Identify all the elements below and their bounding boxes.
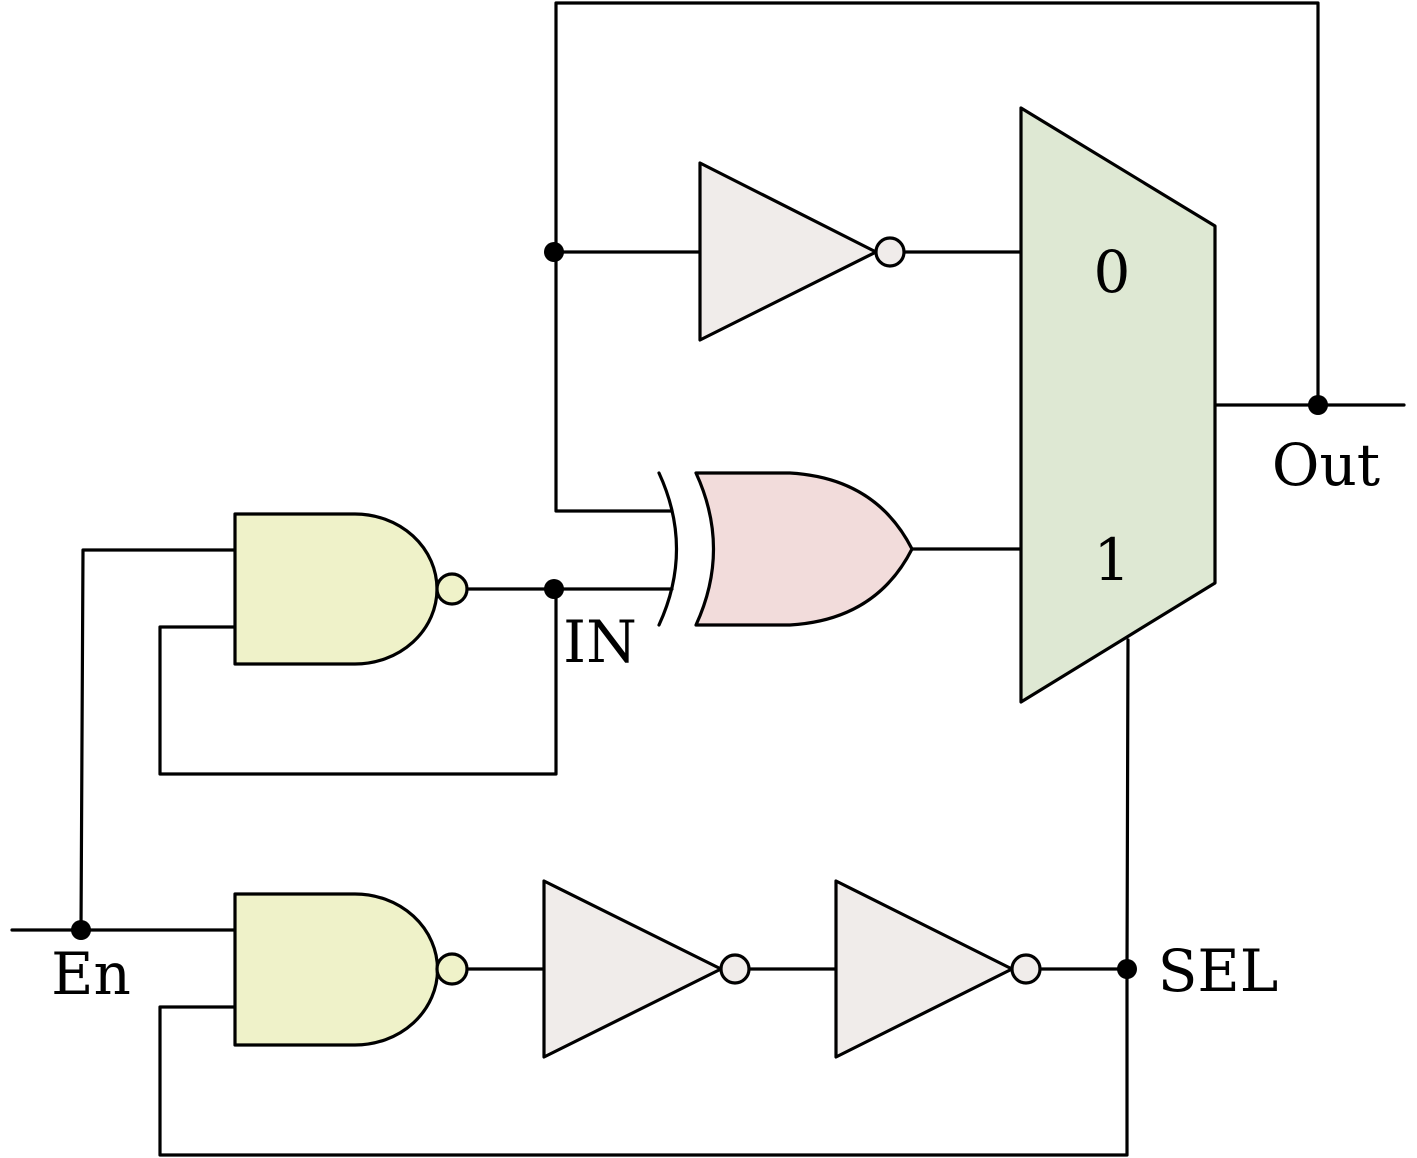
not-gate-top [698, 161, 906, 342]
mux-input-1-label: 1 [1094, 526, 1131, 594]
wire-enable-upper [79, 548, 237, 932]
not-gate-body [834, 879, 1014, 1059]
nand-gate-bubble [435, 572, 469, 606]
not-gate-body [542, 879, 723, 1059]
nand-gate-upper [233, 512, 469, 666]
wire-sel-loop [158, 967, 1129, 1157]
junction-in-node [544, 579, 564, 599]
mux-input-0-label: 0 [1094, 238, 1131, 306]
not-gate-lower-1 [542, 879, 751, 1059]
not-gate-bubble [874, 236, 906, 268]
junction-feedback-node [544, 242, 564, 262]
junctions [71, 242, 1328, 979]
input-label: IN [563, 608, 637, 676]
xor-gate [657, 471, 914, 627]
wire-output-feedback [554, 1, 1320, 513]
junction-output-node [1308, 395, 1328, 415]
nand-gate-lower [233, 892, 469, 1047]
nand-gate-body [233, 892, 440, 1047]
not-gate-lower-2 [834, 879, 1042, 1059]
select-label: SEL [1158, 937, 1279, 1005]
not-gate-bubble [719, 953, 751, 985]
signal-labels: Out IN En SEL [51, 431, 1380, 1008]
output-label: Out [1272, 431, 1380, 499]
not-gate-bubble [1010, 953, 1042, 985]
wire-sel-to-mux [1125, 638, 1130, 971]
junction-enable-node [71, 920, 91, 940]
multiplexer: 0 1 [1019, 106, 1217, 704]
wire-in-loop [158, 587, 558, 776]
wires [10, 1, 1406, 1157]
mux-body [1019, 106, 1217, 704]
nand-gate-body [233, 512, 439, 666]
xor-gate-body [694, 471, 914, 627]
enable-label: En [51, 940, 131, 1008]
xor-input-arc [657, 471, 678, 627]
not-gate-body [698, 161, 878, 342]
nand-gate-bubble [435, 952, 469, 986]
junction-sel-node [1117, 959, 1137, 979]
